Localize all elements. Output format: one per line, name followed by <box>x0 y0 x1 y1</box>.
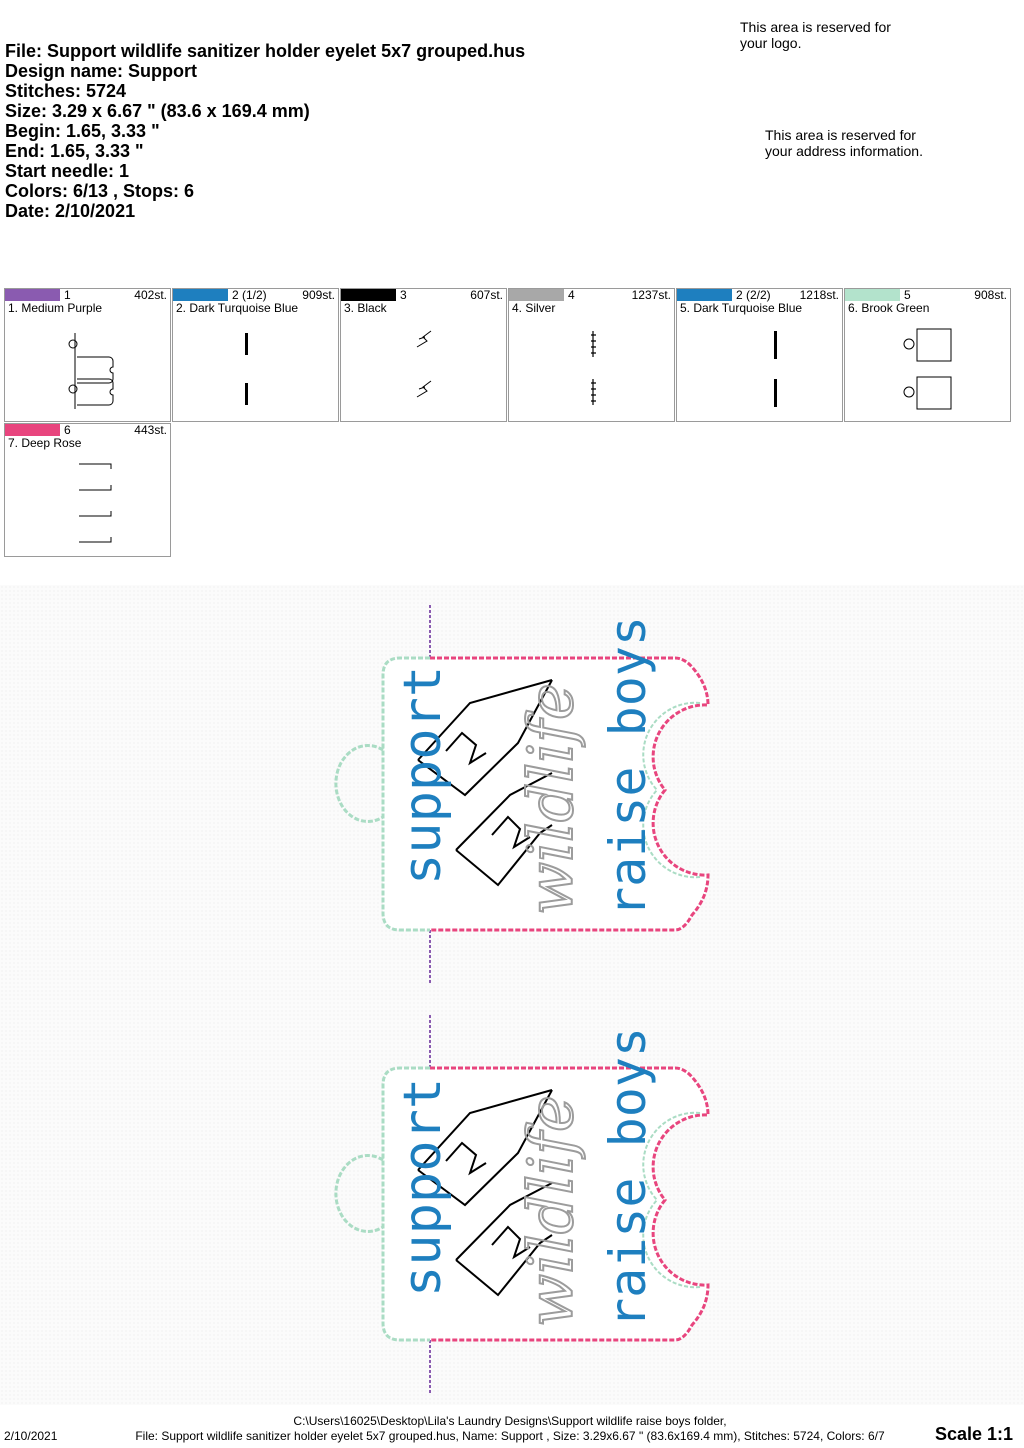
holder-design-top: support wildlife raise boys <box>334 603 710 985</box>
stop-thumbnail <box>79 463 112 543</box>
thread-name: 6. Brook Green <box>848 301 930 315</box>
stop-thumbnail <box>774 331 777 407</box>
footer-path-line: C:\Users\16025\Desktop\Lila's Laundry De… <box>293 1414 727 1428</box>
footer-info-line: File: Support wildlife sanitizer holder … <box>135 1429 885 1443</box>
needle-number: 2 (2/2) <box>736 288 771 302</box>
color-stop-3: 3 607st. 3. Black <box>340 288 507 422</box>
color-swatch <box>677 289 732 301</box>
needle-number: 4 <box>568 288 575 302</box>
color-stop-2: 2 (1/2) 909st. 2. Dark Turquoise Blue <box>172 288 339 422</box>
color-stop-1: 1 402st. 1. Medium Purple <box>4 288 171 422</box>
file-name: File: Support wildlife sanitizer holder … <box>5 41 526 61</box>
color-stop-5: 2 (2/2) 1218st. 5. Dark Turquoise Blue <box>676 288 843 422</box>
wildlife-text-bottom: wildlife <box>514 1095 587 1327</box>
thread-name: 1. Medium Purple <box>8 301 103 315</box>
thread-name: 5. Dark Turquoise Blue <box>680 301 803 315</box>
stitch-count: 909st. <box>302 288 335 302</box>
date: Date: 2/10/2021 <box>5 201 136 221</box>
design-preview: support wildlife raise boys support wild… <box>0 585 1024 1405</box>
color-swatch <box>173 289 228 301</box>
stitch-count: 1237st. <box>631 288 671 302</box>
logo-placeholder-note: This area is reserved for your logo. <box>740 19 891 51</box>
color-stop-7: 6 443st. 7. Deep Rose <box>4 423 171 557</box>
color-stop-4: 4 1237st. 4. Silver <box>508 288 675 422</box>
address-placeholder-note: This area is reserved for your address i… <box>765 127 923 159</box>
stop-thumbnail <box>68 333 114 409</box>
wildlife-text-top: wildlife <box>514 683 587 915</box>
stop-thumbnail <box>591 331 596 405</box>
needle-number: 5 <box>904 288 911 302</box>
thread-name: 3. Black <box>344 301 387 315</box>
stitch-count: Stitches: 5724 <box>5 81 127 101</box>
preview-canvas: support wildlife raise boys support wild… <box>334 603 710 1395</box>
needle-number: 2 (1/2) <box>232 288 267 302</box>
stop-thumbnail <box>903 328 952 410</box>
holder-design-bottom: support wildlife raise boys <box>334 1013 710 1395</box>
color-swatch <box>5 289 60 301</box>
color-swatch <box>341 289 396 301</box>
footer-file-info: C:\Users\16025\Desktop\Lila's Laundry De… <box>90 1414 930 1444</box>
begin-point: Begin: 1.65, 3.33 " <box>5 121 160 141</box>
color-swatch <box>845 289 900 301</box>
raise-boys-text-top: raise boys <box>599 616 657 917</box>
scale-label: Scale 1:1 <box>935 1424 1014 1444</box>
support-text-bottom: support <box>393 1078 453 1297</box>
end-point: End: 1.65, 3.33 " <box>5 141 144 161</box>
design-size: Size: 3.29 x 6.67 " (83.6 x 169.4 mm) <box>5 101 310 121</box>
stitch-count: 607st. <box>470 288 503 302</box>
stitch-count: 402st. <box>134 288 167 302</box>
thread-name: 2. Dark Turquoise Blue <box>176 301 299 315</box>
color-stop-6: 5 908st. 6. Brook Green <box>844 288 1011 422</box>
thread-name: 7. Deep Rose <box>8 436 82 450</box>
needle-number: 6 <box>64 423 71 437</box>
stitch-count: 443st. <box>134 423 167 437</box>
thread-name: 4. Silver <box>512 301 556 315</box>
needle-number: 1 <box>64 288 71 302</box>
support-text-top: support <box>393 666 453 885</box>
stop-thumbnail <box>245 333 248 405</box>
color-swatch <box>509 289 564 301</box>
stitch-count: 1218st. <box>799 288 839 302</box>
color-swatch <box>5 424 60 436</box>
start-needle: Start needle: 1 <box>5 161 130 181</box>
needle-number: 3 <box>400 288 407 302</box>
color-count: Colors: 6/13 , Stops: 6 <box>5 181 195 201</box>
stitch-count: 908st. <box>974 288 1007 302</box>
stop-thumbnail <box>416 330 432 398</box>
raise-boys-text-bottom: raise boys <box>599 1027 657 1328</box>
design-info: File: Support wildlife sanitizer holder … <box>5 41 525 221</box>
footer-date: 2/10/2021 <box>4 1429 58 1443</box>
design-name: Design name: Support <box>5 61 198 81</box>
